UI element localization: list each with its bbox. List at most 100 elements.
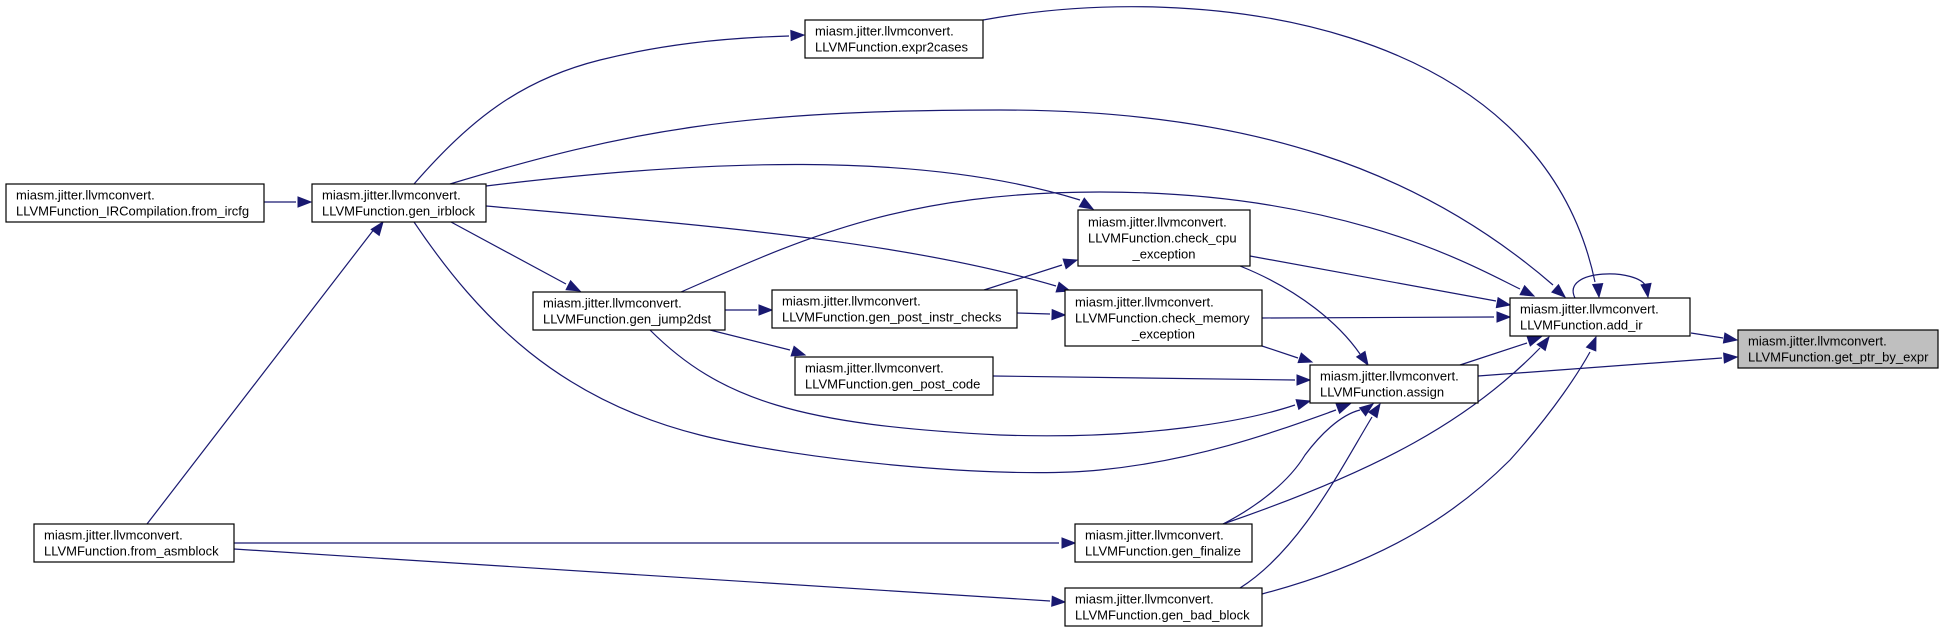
- node-from-ircfg[interactable]: miasm.jitter.llvmconvert.LLVMFunction_IR…: [5, 183, 265, 223]
- node-check-cpu-exception[interactable]: miasm.jitter.llvmconvert.LLVMFunction.ch…: [1077, 209, 1251, 267]
- node-label-line: LLVMFunction.check_memory: [1075, 311, 1250, 326]
- node-assign[interactable]: miasm.jitter.llvmconvert.LLVMFunction.as…: [1309, 364, 1479, 404]
- edge-gen_jump2dst-to-gen_post_instr_checks-arrowhead: [758, 304, 774, 316]
- edge-gen_post_instr_checks-to-check_cpu-arrowhead: [1062, 258, 1079, 270]
- node-box[interactable]: [33, 523, 235, 563]
- edge-add_ir-self-loop: [1572, 273, 1652, 299]
- edges-layer: [146, 6, 1739, 607]
- node-box[interactable]: [1064, 289, 1263, 347]
- edge-gen_irblock-to-expr2cases-arrowhead: [790, 29, 806, 42]
- edge-assign-to-add_ir-arrowhead: [1526, 335, 1543, 347]
- edge-gen_jump2dst-to-gen_post_instr_checks: [725, 304, 774, 316]
- edge-from_asmblock-to-gen_irblock: [146, 220, 384, 525]
- edge-check_cpu-to-add_ir: [1249, 255, 1512, 309]
- edge-from_ircfg-to-gen_irblock-arrowhead: [297, 196, 313, 208]
- edge-check_cpu-to-assign-arrowhead: [1355, 350, 1369, 367]
- edge-check_cpu-to-assign-line: [1239, 265, 1361, 355]
- edge-check_memory-to-add_ir-arrowhead: [1496, 311, 1512, 323]
- node-gen-jump2dst[interactable]: miasm.jitter.llvmconvert.LLVMFunction.ge…: [532, 291, 726, 331]
- node-label-line: miasm.jitter.llvmconvert.: [322, 188, 461, 203]
- edge-gen_irblock-to-check_memory-line: [485, 205, 1057, 287]
- node-label-line: _exception: [1131, 327, 1195, 342]
- edge-gen_jump2dst-to-gen_post_code-arrowhead: [790, 345, 807, 357]
- edge-expr2cases-to-add_ir-line: [982, 6, 1596, 283]
- edge-add_ir-self-loop-line: [1572, 273, 1647, 299]
- edge-gen_irblock-to-add_ir-arrowhead: [1551, 283, 1567, 298]
- edge-from_asmblock-to-gen_bad_block-line: [233, 548, 1051, 602]
- edge-gen_bad_block-to-assign: [1239, 402, 1381, 589]
- node-gen-post-code[interactable]: miasm.jitter.llvmconvert.LLVMFunction.ge…: [794, 356, 994, 396]
- node-label-line: LLVMFunction.check_cpu: [1088, 231, 1237, 246]
- edge-assign-to-get_ptr_by_expr-arrowhead: [1723, 352, 1739, 364]
- edge-gen_post_instr_checks-to-check_memory-line: [1016, 312, 1051, 315]
- edge-add_ir-to-get_ptr_by_expr-line: [1690, 332, 1724, 339]
- edge-gen_irblock-to-add_ir-line: [449, 109, 1554, 286]
- edge-expr2cases-to-add_ir: [982, 6, 1604, 299]
- edge-check_cpu-to-add_ir-line: [1249, 255, 1497, 302]
- node-label-line: LLVMFunction.assign: [1320, 385, 1444, 400]
- edge-gen_irblock-to-expr2cases-line: [413, 35, 790, 185]
- node-expr2cases[interactable]: miasm.jitter.llvmconvert.LLVMFunction.ex…: [804, 19, 984, 59]
- edge-check_cpu-to-assign: [1239, 265, 1369, 367]
- node-label-line: LLVMFunction.from_asmblock: [44, 544, 219, 559]
- node-box[interactable]: [771, 289, 1018, 329]
- node-gen-bad-block[interactable]: miasm.jitter.llvmconvert.LLVMFunction.ge…: [1064, 587, 1263, 627]
- edge-gen_irblock-to-assign-line: [413, 221, 1337, 474]
- node-label-line: LLVMFunction.gen_post_instr_checks: [782, 310, 1002, 325]
- node-box[interactable]: [804, 19, 984, 59]
- edge-gen_finalize-to-assign: [1222, 403, 1375, 525]
- edge-from_asmblock-to-gen_finalize-arrowhead: [1061, 537, 1077, 549]
- edge-gen_post_instr_checks-to-check_cpu: [983, 258, 1079, 291]
- node-label-line: LLVMFunction.gen_post_code: [805, 377, 980, 392]
- node-check-memory-exception[interactable]: miasm.jitter.llvmconvert.LLVMFunction.ch…: [1064, 289, 1263, 347]
- node-box[interactable]: [1737, 329, 1939, 369]
- edge-gen_irblock-to-assign-arrowhead: [1335, 403, 1352, 415]
- edge-check_cpu-to-add_ir-arrowhead: [1495, 296, 1512, 309]
- node-gen-irblock[interactable]: miasm.jitter.llvmconvert.LLVMFunction.ge…: [311, 183, 487, 223]
- edge-gen_irblock-to-gen_jump2dst-arrowhead: [565, 279, 582, 292]
- edge-gen_jump2dst-to-add_ir-arrowhead: [1519, 284, 1536, 297]
- node-gen-finalize[interactable]: miasm.jitter.llvmconvert.LLVMFunction.ge…: [1074, 523, 1253, 563]
- node-box[interactable]: [311, 183, 487, 223]
- node-box[interactable]: [5, 183, 265, 223]
- node-label-line: LLVMFunction.gen_irblock: [322, 204, 475, 219]
- node-box[interactable]: [1074, 523, 1253, 563]
- node-label-line: miasm.jitter.llvmconvert.: [543, 296, 682, 311]
- edge-from_asmblock-to-gen_bad_block: [233, 548, 1067, 607]
- node-label-line: miasm.jitter.llvmconvert.: [815, 24, 954, 39]
- edge-expr2cases-to-add_ir-arrowhead: [1591, 283, 1604, 299]
- node-box[interactable]: [532, 291, 726, 331]
- node-label-line: LLVMFunction_IRCompilation.from_ircfg: [16, 204, 249, 219]
- node-add-ir[interactable]: miasm.jitter.llvmconvert.LLVMFunction.ad…: [1509, 297, 1691, 337]
- edge-gen_irblock-to-check_memory: [485, 205, 1072, 293]
- node-label-line: miasm.jitter.llvmconvert.: [1088, 215, 1227, 230]
- node-label-line: miasm.jitter.llvmconvert.: [44, 528, 183, 543]
- edge-gen_irblock-to-check_cpu-line: [485, 163, 1081, 201]
- node-from-asmblock[interactable]: miasm.jitter.llvmconvert.LLVMFunction.fr…: [33, 523, 235, 563]
- node-box[interactable]: [1309, 364, 1479, 404]
- edge-gen_irblock-to-assign: [413, 221, 1352, 474]
- edge-gen_post_instr_checks-to-check_cpu-line: [983, 264, 1063, 291]
- edge-assign-to-get_ptr_by_expr: [1477, 352, 1739, 377]
- edge-gen_irblock-to-check_cpu-arrowhead: [1078, 197, 1095, 210]
- edge-from_asmblock-to-gen_finalize: [234, 537, 1077, 549]
- edge-add_ir-to-get_ptr_by_expr-arrowhead: [1722, 332, 1739, 344]
- node-box[interactable]: [794, 356, 994, 396]
- edge-gen_jump2dst-to-add_ir: [680, 191, 1536, 297]
- edge-gen_post_code-to-assign-line: [992, 375, 1296, 381]
- edge-gen_bad_block-to-add_ir-line: [1261, 351, 1591, 595]
- node-box[interactable]: [1077, 209, 1251, 267]
- node-box[interactable]: [1509, 297, 1691, 337]
- edge-gen_finalize-to-assign-line: [1222, 409, 1361, 525]
- edge-gen_irblock-to-gen_jump2dst-line: [450, 221, 567, 285]
- node-get-ptr-by-expr[interactable]: miasm.jitter.llvmconvert.LLVMFunction.ge…: [1737, 329, 1939, 369]
- edge-from_asmblock-to-gen_bad_block-arrowhead: [1051, 595, 1067, 607]
- edge-gen_irblock-to-add_ir: [449, 109, 1567, 298]
- node-label-line: miasm.jitter.llvmconvert.: [1320, 369, 1459, 384]
- node-box[interactable]: [1064, 587, 1263, 627]
- node-gen-post-instr-checks[interactable]: miasm.jitter.llvmconvert.LLVMFunction.ge…: [771, 289, 1018, 329]
- edge-gen_jump2dst-to-assign: [649, 329, 1312, 437]
- node-label-line: miasm.jitter.llvmconvert.: [1075, 592, 1214, 607]
- edge-gen_post_instr_checks-to-check_memory: [1016, 308, 1067, 321]
